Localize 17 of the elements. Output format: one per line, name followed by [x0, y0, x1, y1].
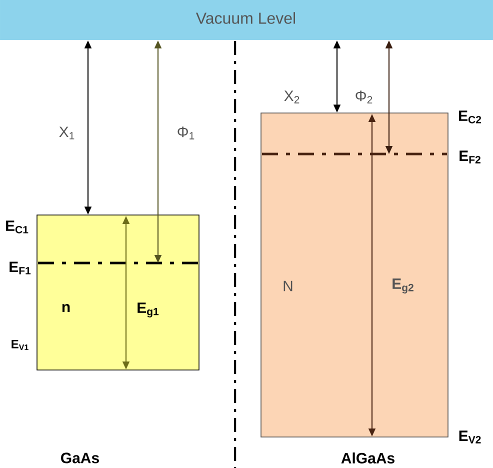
edge-label: Φ$_{2}$: [356, 90, 372, 104]
band-label: Vacuum Level: [196, 12, 295, 24]
region-label: N: [284, 280, 292, 292]
edge-label: X$_{2}$: [284, 90, 300, 104]
edge-label: X$_{1}$: [59, 126, 74, 140]
energy-level-label: E$_{V2}$: [459, 430, 481, 444]
energy-level-label: E$_{C1}$: [6, 220, 28, 234]
material-label: AlGaAs: [341, 452, 394, 464]
gap-label: E$_{g1}$: [138, 302, 159, 318]
energy-level-label: E$_{V1}$: [12, 340, 28, 350]
material-label: GaAs: [61, 452, 99, 464]
gap-label: E$_{g2}$: [392, 278, 414, 294]
region-label: n: [62, 304, 70, 312]
energy-level-label: E$_{F1}$: [10, 262, 31, 274]
energy-level-label: E$_{F2}$: [460, 150, 480, 164]
edge-label: Φ$_{1}$: [178, 126, 194, 140]
energy-level-label: E$_{C2}$: [459, 110, 482, 124]
